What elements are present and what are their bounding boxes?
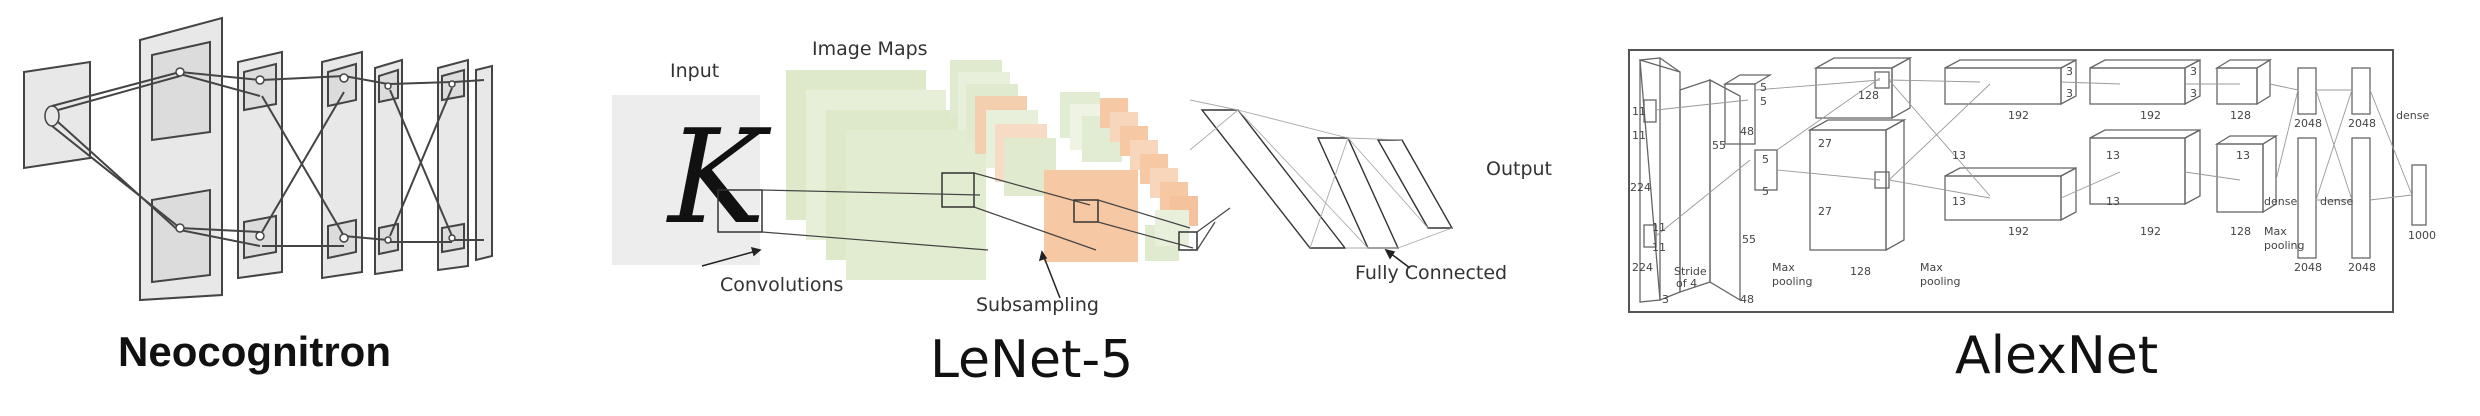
lenet-s2-maps (950, 60, 1056, 196)
alexnet-border (1628, 49, 2394, 313)
lenet-panel: K (590, 0, 1590, 416)
neocognitron-panel: Neocognitron (0, 0, 520, 416)
alex-label-13b: 13 (1952, 195, 1966, 208)
lenet-label-output: Output (1486, 158, 1552, 180)
alex-label-11d: 11 (1652, 241, 1666, 254)
alex-label-192a: 192 (2008, 109, 2029, 122)
alex-label-maxpool3b: pooling (2264, 239, 2305, 252)
neocognitron-caption: Neocognitron (118, 328, 391, 375)
alex-label-maxpool2b: pooling (1920, 275, 1961, 288)
alex-label-27a: 27 (1818, 137, 1832, 150)
alex-label-3c: 3 (2190, 65, 2197, 78)
alex-label-3a: 3 (2066, 65, 2073, 78)
alex-label-128d: 128 (2230, 225, 2251, 238)
lenet-s2-kernel (1073, 199, 1099, 223)
lenet-label-input: Input (670, 60, 720, 82)
alex-label-55b: 55 (1742, 233, 1756, 246)
lenet-connection-lines (761, 172, 1231, 251)
lenet-input-glyph: K (666, 101, 772, 253)
lenet-fc-connections (1189, 99, 1453, 249)
lenet-s4-kernel (1178, 231, 1198, 251)
lenet-label-fully-connected: Fully Connected (1355, 262, 1508, 284)
alex-label-192c: 192 (2140, 109, 2161, 122)
lenet-label-image-maps: Image Maps (812, 38, 928, 60)
lenet-input-kernel (717, 189, 763, 233)
alex-label-5c: 5 (1762, 153, 1769, 166)
alex-label-2048b: 2048 (2294, 261, 2322, 274)
alexnet-caption: AlexNet (1955, 326, 2159, 386)
alex-label-192b: 192 (2008, 225, 2029, 238)
lenet-annotation-arrows (701, 246, 1411, 299)
lenet-label-subsampling: Subsampling (976, 294, 1099, 316)
neo-layer1-top-plane (151, 40, 211, 142)
alex-label-192d: 192 (2140, 225, 2161, 238)
alex-label-dense2: dense (2320, 195, 2354, 208)
alexnet-diagram (1628, 49, 2427, 313)
alex-label-stride: Stride (1674, 265, 1707, 278)
lenet-s4-maps (1145, 210, 1189, 261)
alex-label-3d: 3 (2190, 87, 2197, 100)
neo-layer3-top-plane (327, 62, 357, 108)
alex-label-128b: 128 (1850, 265, 1871, 278)
alex-label-128c: 128 (2230, 109, 2251, 122)
alex-label-maxpool2: Max (1920, 261, 1943, 274)
alex-label-2048a: 2048 (2294, 117, 2322, 130)
alex-label-13a: 13 (1952, 149, 1966, 162)
alex-label-maxpool1: Max (1772, 261, 1795, 274)
lenet-fc-layers (1200, 109, 1454, 249)
lenet-diagram: K (612, 60, 1454, 299)
lenet-c3-maps (1060, 92, 1198, 226)
alexnet-blocks (1639, 56, 2427, 303)
alex-label-13d: 13 (2106, 195, 2120, 208)
alex-label-48a: 48 (1740, 125, 1754, 138)
lenet-c1-kernel (941, 172, 975, 208)
neo-layer2-top-plane (243, 62, 277, 112)
alex-label-13c: 13 (2106, 149, 2120, 162)
alex-label-5b: 5 (1760, 95, 1767, 108)
alexnet-connection-lines (1655, 77, 2413, 237)
alex-label-5a: 5 (1760, 81, 1767, 94)
neo-layer4-frame (374, 58, 403, 276)
alex-label-55a: 55 (1712, 139, 1726, 152)
lenet-c1-maps (786, 70, 986, 280)
neo-unit-markers (175, 67, 456, 244)
lenet-caption: LeNet-5 (930, 330, 1134, 390)
lenet-input-image (612, 95, 760, 265)
alex-label-maxpool1b: pooling (1772, 275, 1813, 288)
alex-label-1000: 1000 (2408, 229, 2436, 242)
alexnet-panel: 11 11 224 11 11 224 Stride of 4 3 55 55 … (1600, 0, 2480, 416)
alex-label-5d: 5 (1762, 185, 1769, 198)
alex-label-2048d: 2048 (2348, 261, 2376, 274)
neo-connections (51, 71, 485, 247)
alex-label-dense3: dense (2396, 109, 2430, 122)
lenet-label-convolutions: Convolutions (720, 274, 844, 296)
neo-layer1-bottom-plane (151, 188, 211, 284)
alex-label-48b: 48 (1740, 293, 1754, 306)
neo-output-plane (475, 64, 493, 262)
lenet-s2-active-map (1044, 170, 1138, 262)
alex-label-3: 3 (1662, 293, 1669, 306)
alex-label-11a: 11 (1632, 105, 1646, 118)
alex-label-224a: 224 (1630, 181, 1651, 194)
alex-label-2048c: 2048 (2348, 117, 2376, 130)
alex-label-3b: 3 (2066, 87, 2073, 100)
alex-label-11c: 11 (1652, 221, 1666, 234)
alex-label-dense1: dense (2264, 195, 2298, 208)
alex-label-128a: 128 (1858, 89, 1879, 102)
alex-label-of4: of 4 (1676, 277, 1698, 290)
alex-label-224b: 224 (1632, 261, 1653, 274)
neo-input-plane (23, 60, 91, 170)
alex-label-27b: 27 (1818, 205, 1832, 218)
alex-label-11b: 11 (1632, 129, 1646, 142)
alex-label-13e: 13 (2236, 149, 2250, 162)
neocognitron-diagram (23, 16, 493, 302)
alex-label-maxpool3: Max (2264, 225, 2287, 238)
